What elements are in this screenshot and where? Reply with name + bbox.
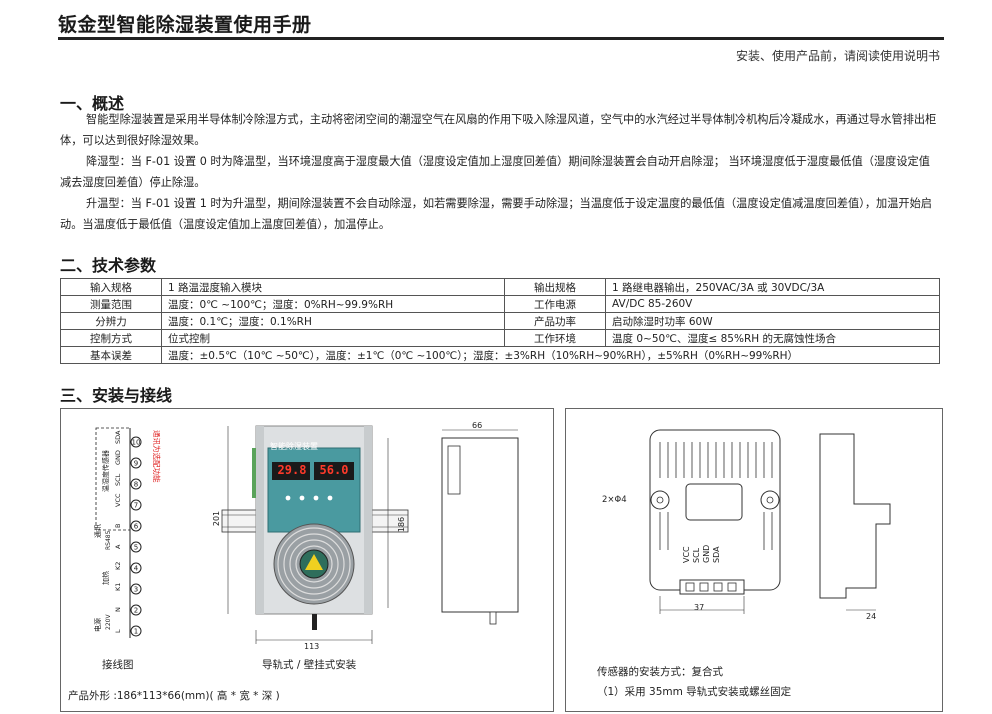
- device-side-view: [441, 429, 519, 625]
- spec-key: 工作环境: [504, 329, 606, 347]
- spec-key: 工作电源: [504, 295, 606, 313]
- svg-text:7: 7: [134, 502, 138, 510]
- header-rule: [58, 37, 944, 40]
- spec-key: 产品功率: [504, 312, 606, 330]
- svg-text:2: 2: [134, 607, 138, 615]
- svg-text:RS485: RS485: [105, 530, 112, 550]
- svg-text:1: 1: [134, 628, 138, 636]
- device-front-view: [221, 425, 409, 644]
- section1-p1: 智能型除湿装置是采用半导体制冷除湿方式，主动将密闭空间的潮湿空气在风扇的作用下吸…: [60, 113, 937, 147]
- svg-text:N: N: [114, 607, 122, 612]
- pin-vcc: VCC: [682, 546, 691, 563]
- header-subtitle: 安装、使用产品前，请阅读使用说明书: [735, 49, 940, 63]
- svg-text:加热: 加热: [101, 571, 110, 585]
- terminal-6: [130, 520, 142, 532]
- hole-label: 2×Φ4: [602, 495, 627, 505]
- pin-gnd: GND: [702, 544, 711, 563]
- svg-text:电源: 电源: [93, 618, 102, 632]
- spec-key: 输出规格: [504, 278, 606, 296]
- terminal-3: [130, 583, 142, 595]
- pin-sda: SDA: [712, 546, 721, 563]
- spec-value: 温度：0.1℃；湿度：0.1%RH: [161, 312, 505, 330]
- svg-text:4: 4: [134, 565, 139, 573]
- sensor-panel: [565, 408, 943, 712]
- svg-text:K2: K2: [114, 562, 122, 570]
- svg-text:A: A: [114, 544, 122, 549]
- sensor-note: （1）采用 35mm 导轨式安装或螺丝固定: [597, 686, 792, 698]
- sensor-diagram: [649, 429, 891, 614]
- spec-value: 1 路继电器输出，250VAC/3A 或 30VDC/3A: [605, 278, 940, 296]
- svg-text:SDA: SDA: [114, 430, 122, 444]
- terminal-8: [130, 478, 142, 490]
- terminal-5: [130, 541, 142, 553]
- svg-text:L: L: [114, 629, 122, 633]
- spec-key: 基本误差: [60, 346, 162, 364]
- terminal-7: [130, 499, 142, 511]
- spec-key: 测量范围: [60, 295, 162, 313]
- table-row: 测量范围 温度：0℃ ~100℃；湿度：0%RH~99.9%RH 工作电源 AV…: [60, 295, 940, 313]
- spec-value: 启动除湿时功率 60W: [605, 312, 940, 330]
- comm-note: 通讯为选配功能: [152, 430, 162, 483]
- svg-text:K1: K1: [114, 583, 122, 591]
- table-row: 输入规格 1 路温湿度输入模块 输出规格 1 路继电器输出，250VAC/3A …: [60, 278, 940, 296]
- svg-text:5: 5: [134, 544, 138, 552]
- device-caption: 导轨式 / 壁挂式安装: [262, 659, 357, 671]
- svg-text:3: 3: [134, 586, 138, 594]
- terminal-10: [130, 436, 142, 448]
- sensor-dim-width: 37: [694, 603, 705, 612]
- wiring-caption: 接线图: [102, 659, 134, 671]
- svg-text:220V: 220V: [105, 614, 112, 630]
- svg-text:9: 9: [134, 460, 138, 468]
- dim-height: 201: [212, 510, 222, 527]
- dim-depth: 66: [472, 421, 483, 430]
- section1-title: 一、概述: [60, 94, 125, 113]
- spec-value: 位式控制: [161, 329, 505, 347]
- section3-title: 三、安装与接线: [60, 386, 173, 405]
- section1-p2: 降湿型：当 F-01 设置 0 时为降温型，当环境湿度高于湿度最大值（湿度设定值…: [60, 155, 930, 189]
- table-row: 控制方式 位式控制 工作环境 温度 0~50℃、湿度≤ 85%RH 的无腐蚀性场…: [60, 329, 940, 347]
- svg-text:SCL: SCL: [114, 473, 122, 486]
- table-row: 分辨力 温度：0.1℃；湿度：0.1%RH 产品功率 启动除湿时功率 60W: [60, 312, 940, 330]
- spec-table: 输入规格 1 路温湿度输入模块 输出规格 1 路继电器输出，250VAC/3A …: [60, 278, 940, 364]
- spec-value: 温度：0℃ ~100℃；湿度：0%RH~99.9%RH: [161, 295, 505, 313]
- section2-title: 二、技术参数: [60, 256, 157, 275]
- spec-key: 分辨力: [60, 312, 162, 330]
- dim-width: 113: [304, 642, 320, 651]
- installation-panel: [60, 408, 554, 712]
- terminal-4: [130, 562, 142, 574]
- terminal-2: [130, 604, 142, 616]
- pin-scl: SCL: [692, 547, 701, 563]
- section1-p3: 升温型：当 F-01 设置 1 时为升温型，期间除湿装置不会自动除湿，如若需要除…: [60, 197, 932, 231]
- svg-text:温湿度传感器: 温湿度传感器: [101, 450, 110, 492]
- sensor-dim-side: 24: [866, 612, 877, 621]
- svg-text:10: 10: [132, 439, 141, 447]
- table-row: 基本误差 温度：±0.5℃（10℃ ~50℃），温度：±1℃（0℃ ~100℃）…: [60, 346, 940, 364]
- sensor-caption: 传感器的安装方式：复合式: [597, 666, 723, 678]
- svg-text:VCC: VCC: [114, 493, 122, 507]
- display-left: 29.8: [277, 463, 307, 477]
- spec-value: 1 路温湿度输入模块: [161, 278, 505, 296]
- device-label: 智能除湿装置: [270, 442, 318, 451]
- svg-text:8: 8: [134, 481, 138, 489]
- spec-key: 控制方式: [60, 329, 162, 347]
- dim-inner: 186: [397, 516, 407, 533]
- page-title: 钣金型智能除湿装置使用手册: [58, 14, 312, 36]
- terminal-1: [130, 625, 142, 637]
- size-text: 产品外形 :186*113*66(mm)( 高 * 宽 * 深 ): [68, 690, 280, 702]
- svg-text:B: B: [114, 524, 122, 528]
- display-right: 56.0: [319, 463, 349, 477]
- svg-text:GND: GND: [114, 450, 122, 465]
- spec-key: 输入规格: [60, 278, 162, 296]
- spec-value: 温度 0~50℃、湿度≤ 85%RH 的无腐蚀性场合: [605, 329, 940, 347]
- spec-value: 温度：±0.5℃（10℃ ~50℃），温度：±1℃（0℃ ~100℃）；湿度：±…: [161, 346, 940, 364]
- terminal-9: [130, 457, 142, 469]
- svg-text:通讯: 通讯: [93, 524, 102, 538]
- spec-value: AV/DC 85-260V: [605, 295, 940, 313]
- svg-text:6: 6: [134, 523, 139, 531]
